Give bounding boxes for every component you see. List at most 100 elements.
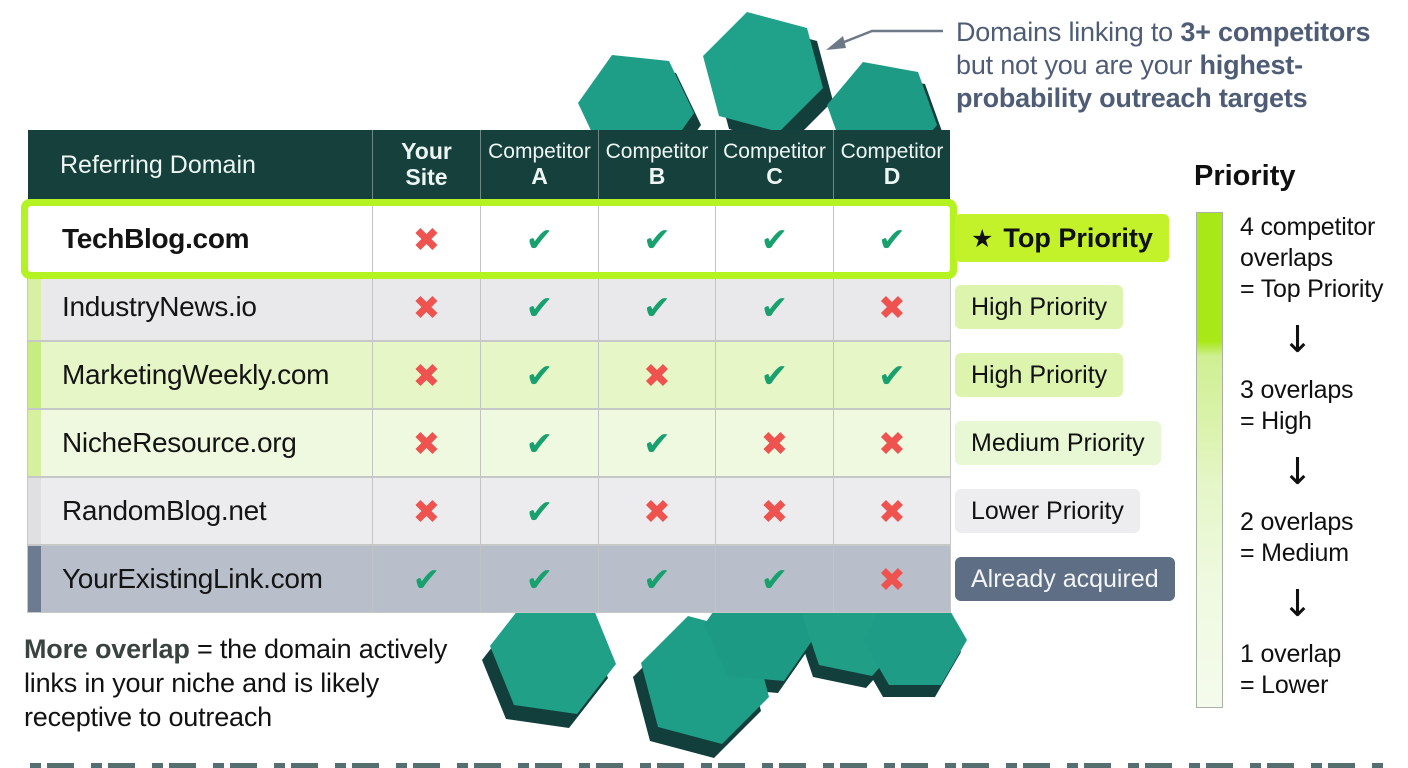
mark-cell: ✖ bbox=[372, 274, 480, 340]
cropped-text-line bbox=[30, 763, 1386, 768]
down-arrow-icon: ↓ bbox=[1282, 450, 1314, 493]
referring-domain-cell: TechBlog.com bbox=[62, 223, 250, 254]
header-line: B bbox=[648, 162, 666, 189]
mark-cell: ✖ bbox=[833, 274, 950, 340]
mark-cell: ✖ bbox=[833, 478, 950, 544]
mark-cell: ✔ bbox=[480, 478, 598, 544]
table-row: TechBlog.com ✖ ✔ ✔ ✔ ✔ bbox=[28, 206, 950, 272]
cross-icon: ✖ bbox=[643, 355, 671, 395]
check-icon: ✔ bbox=[878, 219, 906, 259]
callout-arrow-icon bbox=[826, 29, 943, 50]
mark-cell: ✔ bbox=[480, 206, 598, 272]
check-icon: ✔ bbox=[643, 423, 671, 463]
plain-text: Domains linking to bbox=[956, 17, 1181, 47]
cross-icon: ✖ bbox=[760, 491, 789, 531]
mark-cell: ✔ bbox=[598, 410, 715, 476]
mark-cell: ✔ bbox=[833, 342, 950, 408]
mark-cell: ✖ bbox=[598, 342, 715, 408]
check-icon: ✔ bbox=[525, 491, 554, 531]
priority-label: ★Top Priority bbox=[955, 214, 1169, 262]
legend-title: Priority bbox=[1194, 160, 1296, 192]
check-icon: ✔ bbox=[643, 559, 671, 599]
priority-gradient-bar bbox=[1196, 212, 1223, 708]
priority-label-text: Top Priority bbox=[1003, 222, 1153, 253]
cross-icon: ✖ bbox=[412, 287, 441, 327]
priority-label: Already acquired bbox=[955, 557, 1175, 601]
plain-text: = the domain actively links in your nich… bbox=[24, 634, 448, 732]
table-row: NicheResource.org✖✔✔✖✖ bbox=[28, 410, 950, 476]
down-arrow-icon: ↓ bbox=[1282, 318, 1314, 361]
mark-cell: ✖ bbox=[833, 546, 950, 612]
cross-icon: ✖ bbox=[412, 423, 441, 463]
legend-item: 1 overlap = Lower bbox=[1240, 640, 1342, 699]
priority-label-text: Medium Priority bbox=[971, 428, 1145, 457]
callout-annotation: Domains linking to 3+ competitors but no… bbox=[956, 16, 1404, 115]
mark-cell: ✔ bbox=[372, 546, 480, 612]
mark-cell: ✖ bbox=[372, 410, 480, 476]
table-row: MarketingWeekly.com ✖ ✔ ✖ ✔ ✔ bbox=[28, 342, 950, 408]
mark-cell: ✖ bbox=[372, 342, 480, 408]
mark-cell: ✖ bbox=[372, 478, 480, 544]
referring-domain-cell: YourExistingLink.com bbox=[28, 546, 372, 612]
header-line: D bbox=[883, 162, 901, 189]
table-row: RandomBlog.net✖✔✖✖✖ bbox=[28, 478, 950, 544]
check-icon: ✔ bbox=[760, 355, 789, 395]
check-icon: ✔ bbox=[760, 287, 789, 327]
header-line: C bbox=[766, 162, 783, 189]
legend-item: 3 overlaps = High bbox=[1240, 376, 1354, 435]
legend-item: 2 overlaps = Medium bbox=[1240, 508, 1354, 567]
mark-cell: ✔ bbox=[715, 546, 833, 612]
priority-label-text: High Priority bbox=[971, 360, 1108, 389]
cross-icon: ✖ bbox=[878, 559, 906, 599]
check-icon: ✔ bbox=[525, 219, 554, 259]
header-cell: Referring Domain bbox=[28, 130, 372, 200]
check-icon: ✔ bbox=[412, 559, 441, 599]
check-icon: ✔ bbox=[643, 287, 671, 327]
cross-icon: ✖ bbox=[878, 423, 906, 463]
referring-domain-cell: MarketingWeekly.com bbox=[28, 342, 372, 408]
mark-cell: ✖ bbox=[715, 478, 833, 544]
referring-domain-cell: NicheResource.org bbox=[28, 410, 372, 476]
down-arrow-icon: ↓ bbox=[1282, 582, 1314, 625]
priority-label: High Priority bbox=[955, 285, 1124, 329]
mark-cell: ✖ bbox=[833, 410, 950, 476]
check-icon: ✔ bbox=[760, 219, 789, 259]
cross-icon: ✖ bbox=[412, 219, 441, 259]
mark-cell: ✔ bbox=[715, 342, 833, 408]
emphasis-text: highest-probability outreach targets bbox=[956, 50, 1308, 113]
mark-cell: ✔ bbox=[480, 410, 598, 476]
mark-cell: ✔ bbox=[715, 274, 833, 340]
table-row: IndustryNews.io✖✔✔✔✖ bbox=[28, 274, 950, 340]
header-line: A bbox=[531, 162, 548, 189]
check-icon: ✔ bbox=[525, 423, 554, 463]
header-line: Competitor bbox=[488, 140, 591, 164]
header-line: Competitor bbox=[840, 140, 944, 164]
check-icon: ✔ bbox=[760, 559, 789, 599]
check-icon: ✔ bbox=[878, 355, 906, 395]
header-line: Your bbox=[401, 138, 452, 165]
priority-label-text: Lower Priority bbox=[971, 496, 1124, 525]
referring-domain-cell: RandomBlog.net bbox=[28, 478, 372, 544]
mark-cell: ✔ bbox=[598, 274, 715, 340]
legend-items: 4 competitor overlaps = Top Priority ↓ 3 o… bbox=[1240, 212, 1408, 701]
check-icon: ✔ bbox=[525, 355, 554, 395]
header-line: Competitor bbox=[605, 140, 709, 164]
priority-label-text: High Priority bbox=[971, 292, 1108, 321]
legend-item: 4 competitor overlaps = Top Priority bbox=[1240, 213, 1384, 303]
cross-icon: ✖ bbox=[878, 491, 906, 531]
header-line: Competitor bbox=[723, 140, 826, 164]
mark-cell: ✔ bbox=[833, 206, 950, 272]
priority-label: High Priority bbox=[955, 353, 1124, 397]
emphasis-text: More overlap bbox=[24, 634, 190, 664]
table-body: TechBlog.com✖✔✔✔✔IndustryNews.io✖✔✔✔✖Mar… bbox=[28, 206, 950, 612]
mark-cell: ✔ bbox=[480, 342, 598, 408]
mark-cell: ✔ bbox=[598, 206, 715, 272]
cross-icon: ✖ bbox=[412, 355, 441, 395]
mark-cell: ✖ bbox=[372, 206, 480, 272]
